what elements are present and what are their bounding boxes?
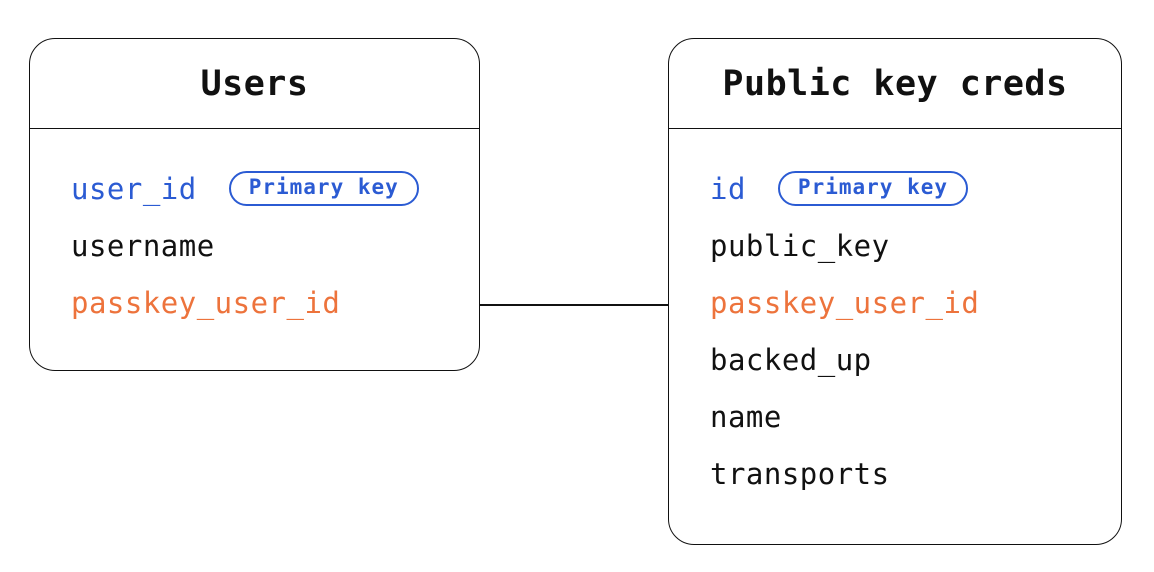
field-name-name: name — [710, 399, 782, 434]
field-row: passkey_user_id — [710, 274, 1101, 331]
table-body-users: user_id Primary key username passkey_use… — [30, 129, 479, 331]
field-name-id: id — [710, 171, 746, 206]
field-name-username: username — [71, 228, 215, 263]
field-name-user-id: user_id — [71, 171, 197, 206]
primary-key-badge: Primary key — [228, 170, 419, 207]
table-header-users: Users — [30, 39, 479, 129]
table-body-public-key-creds: id Primary key public_key passkey_user_i… — [669, 129, 1121, 502]
field-name-public-key: public_key — [710, 228, 890, 263]
table-title-public-key-creds: Public key creds — [722, 63, 1068, 104]
field-row: transports — [710, 445, 1101, 502]
field-row: backed_up — [710, 331, 1101, 388]
table-card-users: Users user_id Primary key username passk… — [29, 38, 480, 371]
primary-key-badge: Primary key — [777, 170, 968, 207]
field-name-backed-up: backed_up — [710, 342, 872, 377]
field-name-passkey-user-id: passkey_user_id — [710, 285, 980, 320]
field-row: user_id Primary key — [71, 160, 459, 217]
field-name-passkey-user-id: passkey_user_id — [71, 285, 341, 320]
field-row: name — [710, 388, 1101, 445]
field-row: passkey_user_id — [71, 274, 459, 331]
table-card-public-key-creds: Public key creds id Primary key public_k… — [668, 38, 1122, 545]
table-title-users: Users — [200, 63, 309, 104]
field-row: id Primary key — [710, 160, 1101, 217]
relation-line — [479, 304, 669, 306]
field-name-transports: transports — [710, 456, 890, 491]
field-row: username — [71, 217, 459, 274]
table-header-public-key-creds: Public key creds — [669, 39, 1121, 129]
field-row: public_key — [710, 217, 1101, 274]
